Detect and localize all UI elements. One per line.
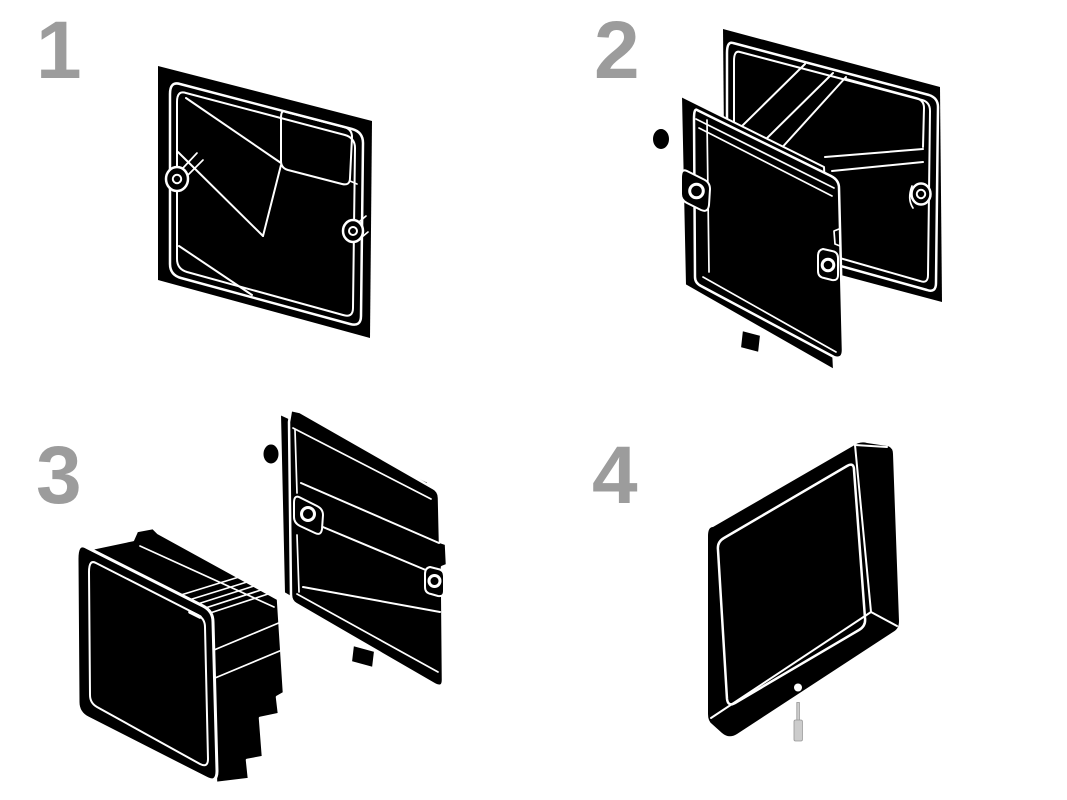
mounting-frame — [261, 408, 449, 688]
mounting-frame — [651, 95, 845, 371]
step-3: 3 — [0, 400, 534, 800]
frame-side-knob — [261, 442, 281, 466]
step-2: 2 — [533, 0, 1067, 400]
step-3-number: 3 — [36, 430, 82, 521]
front-panel — [708, 442, 899, 737]
device — [74, 526, 286, 785]
mounting-frame-and-back-box-illustration — [651, 29, 942, 371]
back-box — [158, 66, 372, 338]
step-2-number: 2 — [594, 5, 640, 96]
release-pin-icon — [793, 702, 803, 742]
frame-screw-tab — [293, 495, 324, 535]
device-and-mounting-frame-illustration — [74, 408, 449, 785]
frame-side-knob — [651, 127, 671, 151]
screw-hole — [688, 182, 705, 200]
frame-bottom-tab — [739, 329, 762, 354]
recessed-back-box-illustration — [158, 66, 372, 338]
frame-side-clip — [817, 248, 839, 282]
mounted-panel-illustration — [708, 442, 899, 742]
step-1: 1 — [0, 0, 534, 400]
frame-bottom-tab — [350, 644, 376, 669]
device-front-face — [75, 544, 219, 782]
box-interior-lines — [177, 97, 358, 296]
status-led — [188, 610, 202, 619]
screen-border — [716, 463, 867, 706]
frame-screw-tab — [680, 169, 711, 212]
release-hole — [794, 683, 802, 692]
frame-side-clip — [424, 566, 445, 598]
device-rear-body — [74, 526, 286, 785]
step-1-number: 1 — [36, 5, 82, 96]
screw-hole — [300, 506, 316, 522]
screw-boss-right — [341, 215, 369, 244]
step-4: 4 — [533, 400, 1067, 800]
screw-boss — [908, 182, 932, 209]
box-interior-lines — [739, 63, 925, 172]
screw-boss-left — [164, 152, 204, 193]
step-4-number: 4 — [592, 430, 638, 521]
